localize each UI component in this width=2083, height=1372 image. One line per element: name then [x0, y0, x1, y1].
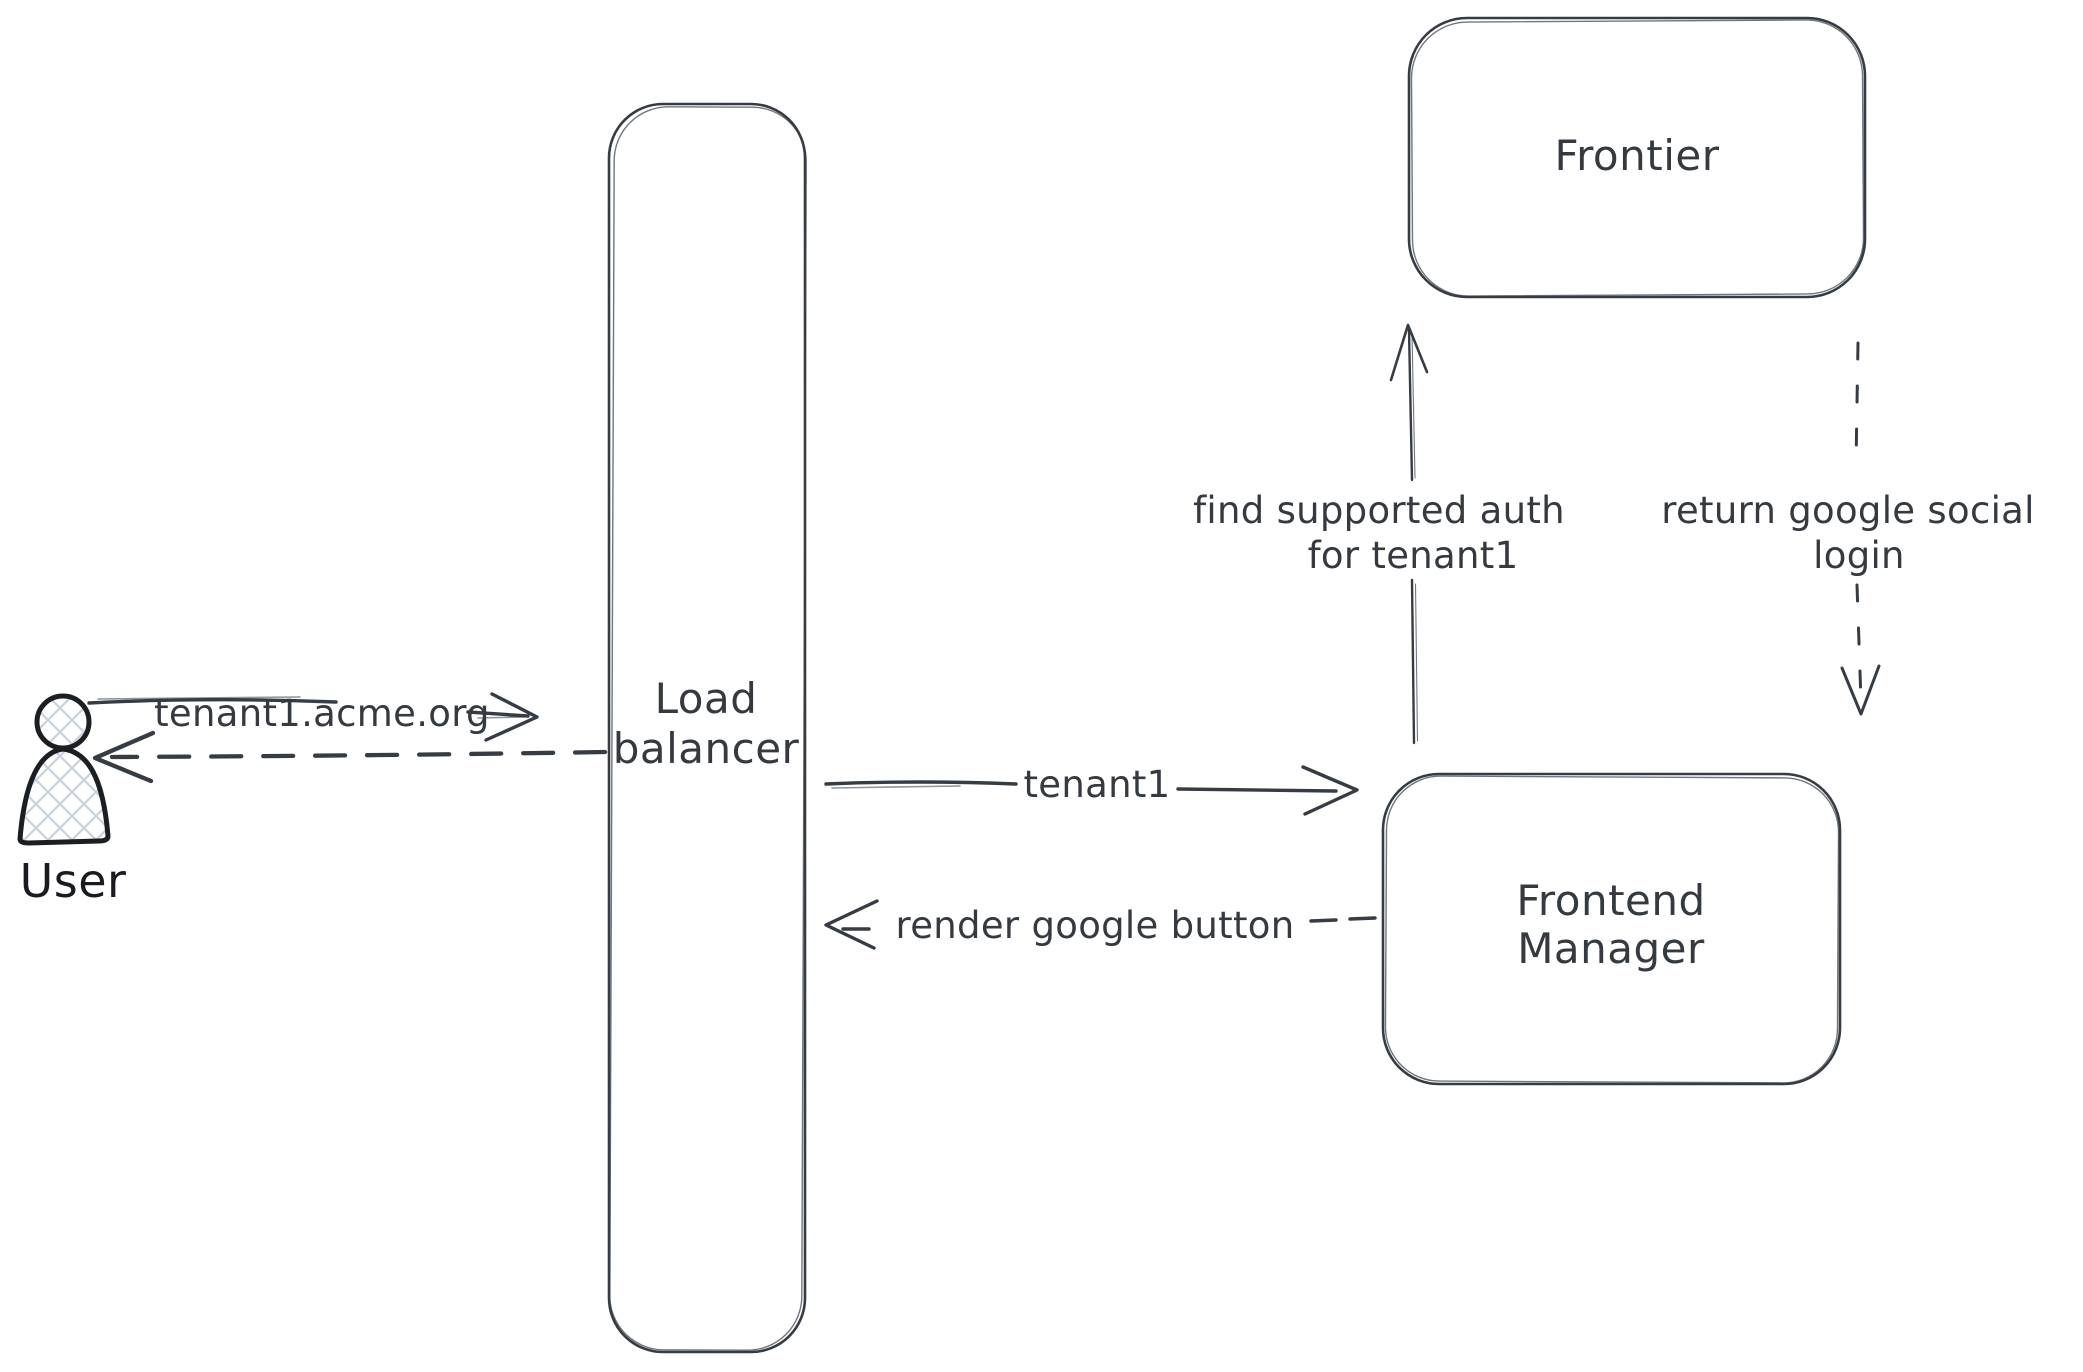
arrowhead-up-icon	[1389, 323, 1429, 382]
load-balancer-box[interactable]	[607, 102, 807, 1354]
frontend-manager-box[interactable]	[1381, 772, 1842, 1086]
arrowhead-down-icon	[1840, 664, 1881, 716]
arrowhead-right-icon	[484, 692, 539, 742]
frontier-node[interactable]: Frontier	[1407, 16, 1867, 299]
arrow-load-balancer-to-frontend-manager[interactable]: tenant1	[824, 763, 1359, 816]
arrow-label-tenant1-acme-org[interactable]: tenant1.acme.org	[154, 692, 490, 735]
arrow-shaft	[1176, 787, 1338, 793]
arrow-label-tenant1[interactable]: tenant1	[1024, 763, 1171, 806]
arrow-load-balancer-to-user[interactable]	[92, 730, 608, 784]
frontier-box[interactable]	[1407, 16, 1867, 299]
arrow-shaft	[824, 780, 1018, 786]
arrow-shaft-dashed	[109, 749, 608, 760]
frontier-box-sketch-stroke	[1410, 19, 1865, 297]
arrow-shaft	[466, 710, 530, 718]
arrowhead-right-icon	[1301, 765, 1359, 816]
arrow-shaft-sketch-stroke	[831, 785, 961, 789]
frontend-manager-label-line1[interactable]: Frontend	[1516, 876, 1705, 925]
frontier-label[interactable]: Frontier	[1554, 131, 1719, 180]
user-node[interactable]: User	[17, 693, 127, 908]
arrow-label-find-supported-auth-line2[interactable]: for tenant1	[1308, 534, 1519, 577]
arrow-shaft-sketch-stroke	[1414, 583, 1419, 742]
load-balancer-box-sketch-stroke	[609, 106, 807, 1351]
frontend-manager-node[interactable]: Frontend Manager	[1381, 772, 1842, 1086]
user-body-icon	[17, 746, 111, 846]
arrow-label-find-supported-auth-line1[interactable]: find supported auth	[1193, 489, 1565, 532]
arrow-shaft-dash	[1348, 916, 1377, 921]
arrow-shaft-dashed	[1854, 341, 1860, 467]
load-balancer-node[interactable]: Load balancer	[607, 102, 807, 1354]
arrow-frontend-manager-to-load-balancer[interactable]: render google button	[824, 899, 1377, 950]
arrow-shaft-sketch-stroke	[1411, 333, 1416, 479]
load-balancer-label-line1[interactable]: Load	[655, 674, 758, 723]
arrow-shaft-dashed	[1855, 583, 1863, 703]
arrow-shaft	[1407, 328, 1414, 482]
frontend-manager-box-sketch-stroke	[1384, 775, 1840, 1084]
arrow-label-return-google-social-line1[interactable]: return google social	[1661, 489, 2034, 532]
arrow-user-to-load-balancer[interactable]: tenant1.acme.org	[87, 692, 539, 742]
arrow-frontend-manager-to-frontier[interactable]: find supported auth for tenant1	[1193, 323, 1565, 745]
user-head-icon	[34, 693, 92, 751]
load-balancer-label-line2[interactable]: balancer	[613, 724, 800, 773]
user-label[interactable]: User	[20, 854, 127, 908]
arrow-shaft-sketch-stroke	[97, 696, 301, 700]
arrow-shaft-sketch-stroke	[477, 716, 525, 719]
sketch-layer: Load balancer Frontier Frontend Manager …	[87, 16, 2034, 1354]
arrow-frontier-to-frontend-manager[interactable]: return google social login	[1661, 341, 2034, 716]
arrow-shaft	[1410, 578, 1416, 745]
arrow-label-render-google-button[interactable]: render google button	[896, 904, 1295, 947]
arrowhead-left-icon	[824, 899, 879, 950]
arrow-label-return-google-social-line2[interactable]: login	[1813, 534, 1905, 577]
arrowhead-left-icon	[92, 730, 156, 784]
arrow-shaft	[87, 698, 338, 705]
arrow-shaft-dash	[1309, 918, 1338, 923]
frontend-manager-label-line2[interactable]: Manager	[1517, 924, 1705, 973]
